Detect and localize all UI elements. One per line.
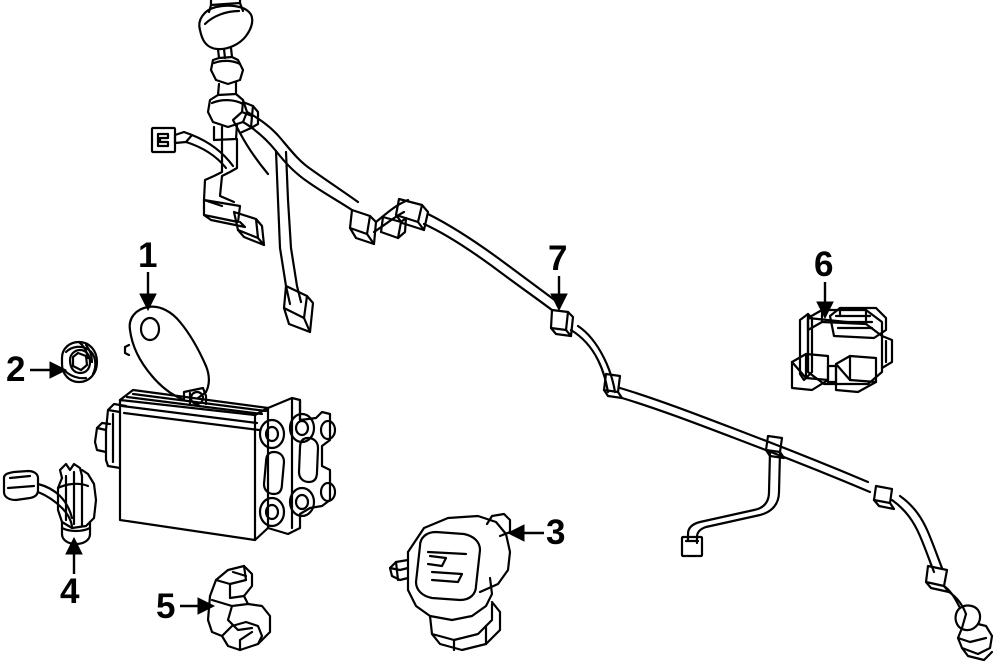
callout-number-6: 6 (814, 245, 833, 284)
adjusting-nut (60, 340, 99, 384)
harness-branch-end-connector (680, 535, 704, 558)
harness-junction-clip-left (202, 198, 247, 229)
callout-arrow-3 (506, 524, 544, 542)
callout-number-4: 4 (60, 572, 79, 611)
callout-arrow-4 (65, 536, 83, 574)
sensor-retainer-bracket (206, 564, 272, 652)
harness-clip-d (602, 372, 624, 400)
callout-arrow-1 (139, 272, 157, 312)
callout-arrow-7 (550, 276, 568, 312)
harness-terminal-connector (942, 584, 994, 662)
wire-harness-assembly (150, 0, 994, 662)
callout-arrow-2 (30, 361, 68, 379)
parking-aid-camera-sensor (388, 512, 512, 652)
harness-left-branch-connector (150, 126, 235, 170)
callout-number-2: 2 (6, 350, 25, 389)
harness-mid-connector (232, 210, 266, 247)
callout-arrow-6 (816, 282, 834, 320)
distance-sensor-radar-module (93, 305, 337, 542)
harness-top-connector (198, 0, 254, 142)
harness-clip-f (872, 484, 896, 511)
callout-number-1: 1 (138, 236, 157, 275)
harness-clip-item7 (549, 308, 575, 338)
harness-clip-a (348, 208, 378, 246)
callout-number-5: 5 (156, 587, 175, 626)
callout-arrow-5 (180, 597, 216, 615)
callout-number-3: 3 (546, 513, 565, 552)
control-module (790, 306, 894, 394)
harness-lower-connector (282, 284, 315, 334)
ambient-temperature-sensor (2, 462, 98, 546)
harness-clip-b (379, 215, 408, 240)
callout-number-7: 7 (548, 239, 567, 278)
